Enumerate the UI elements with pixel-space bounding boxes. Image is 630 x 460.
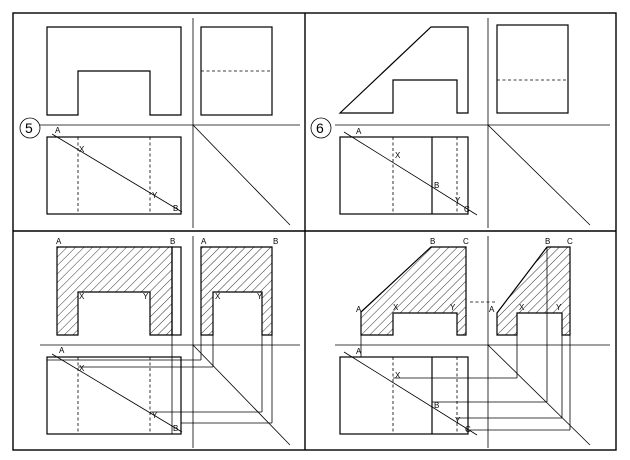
hatched-side-section: [200, 246, 273, 336]
label-y-plan: Y: [152, 411, 158, 420]
label-y-front: Y: [450, 303, 456, 312]
label-c-plan: C: [465, 425, 471, 434]
label-y-plan: Y: [455, 416, 461, 425]
hatched-front-section: [360, 246, 467, 336]
label-c-front: C: [463, 237, 469, 246]
cutting-plane-line: [51, 133, 183, 213]
label-y-side: Y: [556, 303, 562, 312]
miter-line: [487, 344, 591, 446]
label-a-front: A: [356, 305, 362, 314]
panel-6-bottom: B C A X Y B C A X Y: [335, 236, 610, 448]
construction-lines: [47, 335, 273, 424]
label-b: B: [434, 181, 439, 190]
label-a-side: A: [489, 305, 495, 314]
cutting-plane-line: [51, 353, 183, 433]
plan-view: [339, 356, 469, 435]
exercise-number-6: 6: [316, 120, 324, 136]
label-y: Y: [455, 196, 461, 205]
front-end-strip: [171, 246, 182, 336]
exercise-number-circle-5: [19, 117, 41, 139]
label-x-front: X: [393, 303, 399, 312]
label-b-side: B: [545, 237, 550, 246]
label-a: A: [55, 126, 61, 135]
label-b-plan: B: [173, 424, 178, 433]
label-b-side: B: [273, 237, 278, 246]
hatched-side-section: [496, 246, 571, 336]
exercise-number-5: 5: [25, 120, 33, 136]
side-view: [496, 24, 569, 114]
label-x: X: [395, 151, 401, 160]
plan-view: [46, 136, 182, 215]
label-b: B: [173, 204, 178, 213]
front-view: [46, 26, 182, 116]
plan-view: [46, 356, 182, 435]
panel-6-top: 6 A X B Y C: [310, 18, 610, 228]
hatched-front-section: [56, 246, 173, 336]
label-c-side: C: [567, 237, 573, 246]
label-x: X: [79, 145, 85, 154]
miter-line: [192, 124, 291, 226]
label-x-plan: X: [395, 371, 401, 380]
panel-5-top: 5 A X Y B: [19, 18, 300, 228]
label-y-front: Y: [143, 292, 149, 301]
cutting-plane-line: [343, 351, 478, 436]
sheet-frame: [12, 12, 617, 451]
label-a-front: A: [56, 237, 62, 246]
label-y: Y: [152, 191, 158, 200]
label-y-side: Y: [257, 292, 263, 301]
label-x-side: X: [519, 303, 525, 312]
label-a: A: [356, 127, 362, 136]
cutting-plane-line: [343, 131, 478, 216]
label-x-side: X: [215, 292, 221, 301]
front-view: [338, 26, 469, 114]
miter-line: [192, 344, 291, 446]
label-b-plan: B: [434, 401, 439, 410]
panel-5-bottom: A B X Y A B X Y A X Y: [40, 236, 300, 448]
label-x-front: X: [79, 292, 85, 301]
label-a-plan: A: [356, 347, 362, 356]
miter-line: [487, 124, 591, 226]
label-c: C: [464, 205, 470, 214]
plan-view: [339, 136, 469, 215]
label-b-front: B: [170, 237, 175, 246]
exercise-number-circle-6: [310, 117, 332, 139]
label-a-side: A: [201, 237, 207, 246]
label-b-front: B: [430, 237, 435, 246]
construction-lines: [360, 247, 571, 431]
label-a-plan: A: [59, 346, 65, 355]
label-x-plan: X: [79, 364, 85, 373]
